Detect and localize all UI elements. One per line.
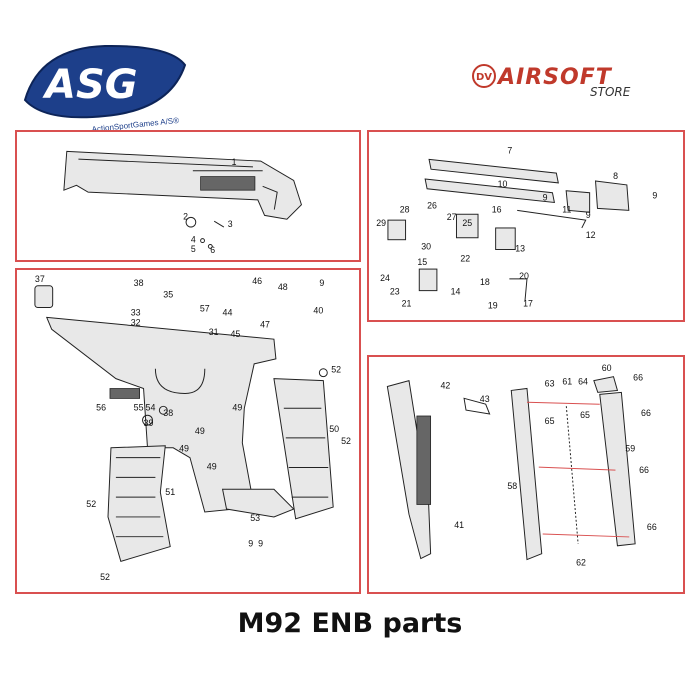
svg-text:3: 3 bbox=[228, 219, 233, 229]
svg-text:49: 49 bbox=[179, 444, 189, 454]
svg-text:27: 27 bbox=[447, 212, 457, 222]
svg-text:49: 49 bbox=[207, 462, 217, 472]
svg-text:2: 2 bbox=[183, 211, 188, 221]
svg-text:38: 38 bbox=[163, 408, 173, 418]
svg-text:STORE: STORE bbox=[590, 85, 631, 99]
svg-text:52: 52 bbox=[86, 499, 96, 509]
svg-text:31: 31 bbox=[209, 327, 219, 337]
svg-text:16: 16 bbox=[492, 204, 502, 214]
svg-text:15: 15 bbox=[417, 257, 427, 267]
svg-text:23: 23 bbox=[390, 287, 400, 297]
svg-text:ASG: ASG bbox=[42, 62, 138, 108]
svg-text:22: 22 bbox=[460, 253, 470, 263]
svg-text:20: 20 bbox=[519, 271, 529, 281]
svg-text:65: 65 bbox=[545, 416, 555, 426]
svg-text:52: 52 bbox=[100, 572, 110, 582]
svg-text:66: 66 bbox=[641, 408, 651, 418]
svg-text:13: 13 bbox=[515, 243, 525, 253]
svg-text:63: 63 bbox=[545, 378, 555, 388]
svg-text:10: 10 bbox=[498, 179, 508, 189]
svg-text:43: 43 bbox=[480, 394, 490, 404]
svg-text:57: 57 bbox=[200, 303, 210, 313]
svg-text:66: 66 bbox=[639, 465, 649, 475]
svg-text:12: 12 bbox=[586, 230, 596, 240]
svg-text:9: 9 bbox=[543, 193, 548, 203]
svg-text:52: 52 bbox=[341, 436, 351, 446]
svg-text:66: 66 bbox=[647, 522, 657, 532]
svg-text:6: 6 bbox=[210, 245, 215, 255]
svg-text:54: 54 bbox=[146, 402, 156, 412]
svg-text:30: 30 bbox=[421, 242, 431, 252]
svg-text:59: 59 bbox=[625, 443, 635, 453]
svg-text:45: 45 bbox=[230, 329, 240, 339]
svg-text:37: 37 bbox=[35, 274, 45, 284]
svg-text:60: 60 bbox=[602, 363, 612, 373]
svg-text:55: 55 bbox=[134, 402, 144, 412]
svg-text:25: 25 bbox=[462, 218, 472, 228]
svg-text:33: 33 bbox=[131, 307, 141, 317]
slide-parts-panel: 1 2 3 4 5 6 bbox=[15, 130, 361, 262]
diagram-caption: M92 ENB parts bbox=[237, 608, 463, 639]
svg-text:44: 44 bbox=[223, 307, 233, 317]
svg-text:46: 46 bbox=[252, 276, 262, 286]
svg-text:49: 49 bbox=[232, 402, 242, 412]
magazine-parts-panel: 42 43 63 61 64 60 66 65 65 66 59 66 58 62 66 41 bbox=[367, 355, 685, 594]
slide-exploded-diagram: 1 2 3 4 5 6 bbox=[63, 150, 303, 255]
svg-text:1: 1 bbox=[232, 157, 237, 167]
asg-logo: ASG ActionSportGames A/S® bbox=[20, 40, 190, 135]
svg-text:7: 7 bbox=[507, 146, 512, 156]
svg-text:9: 9 bbox=[586, 210, 591, 220]
svg-text:35: 35 bbox=[163, 290, 173, 300]
svg-text:49: 49 bbox=[195, 426, 205, 436]
svg-text:26: 26 bbox=[427, 200, 437, 210]
svg-text:5: 5 bbox=[191, 244, 196, 254]
svg-text:41: 41 bbox=[454, 520, 464, 530]
svg-text:18: 18 bbox=[480, 277, 490, 287]
svg-text:66: 66 bbox=[633, 373, 643, 383]
svg-text:50: 50 bbox=[329, 424, 339, 434]
svg-text:48: 48 bbox=[278, 282, 288, 292]
svg-text:51: 51 bbox=[165, 487, 175, 497]
svg-text:AIRSOFT: AIRSOFT bbox=[496, 65, 613, 90]
svg-text:56: 56 bbox=[96, 402, 106, 412]
svg-text:9: 9 bbox=[652, 191, 657, 201]
svg-text:9: 9 bbox=[319, 278, 324, 288]
svg-text:64: 64 bbox=[578, 377, 588, 387]
svg-text:62: 62 bbox=[576, 557, 586, 567]
svg-text:65: 65 bbox=[580, 410, 590, 420]
svg-text:61: 61 bbox=[562, 377, 572, 387]
svg-text:14: 14 bbox=[451, 287, 461, 297]
svg-text:28: 28 bbox=[400, 204, 410, 214]
frame-exploded-diagram: 37 38 35 33 32 57 44 45 31 46 48 47 9 40 52 56 5… bbox=[34, 274, 351, 582]
svg-text:40: 40 bbox=[313, 305, 323, 315]
airsoft-store-logo: DV AIRSOFT STORE bbox=[470, 60, 670, 100]
svg-text:58: 58 bbox=[507, 481, 517, 491]
magazine-exploded-diagram: 42 43 63 61 64 60 66 65 65 66 59 66 58 62 66 41 bbox=[386, 363, 657, 567]
svg-text:24: 24 bbox=[380, 273, 390, 283]
svg-text:9: 9 bbox=[248, 539, 253, 549]
svg-text:9: 9 bbox=[258, 539, 263, 549]
svg-text:52: 52 bbox=[331, 365, 341, 375]
svg-text:11: 11 bbox=[562, 204, 571, 214]
svg-text:4: 4 bbox=[191, 235, 196, 245]
frame-parts-panel: 37 38 35 33 32 57 44 45 31 46 48 47 9 40 52 56 5… bbox=[15, 268, 361, 594]
svg-text:DV: DV bbox=[476, 72, 492, 83]
svg-text:8: 8 bbox=[613, 171, 618, 181]
svg-text:21: 21 bbox=[402, 298, 412, 308]
svg-text:47: 47 bbox=[260, 319, 270, 329]
svg-text:53: 53 bbox=[250, 513, 260, 523]
svg-text:38: 38 bbox=[134, 278, 144, 288]
svg-text:29: 29 bbox=[376, 218, 386, 228]
svg-text:32: 32 bbox=[131, 317, 141, 327]
svg-text:42: 42 bbox=[440, 380, 450, 390]
svg-text:19: 19 bbox=[488, 300, 498, 310]
svg-text:39: 39 bbox=[144, 418, 154, 428]
svg-text:17: 17 bbox=[523, 298, 533, 308]
